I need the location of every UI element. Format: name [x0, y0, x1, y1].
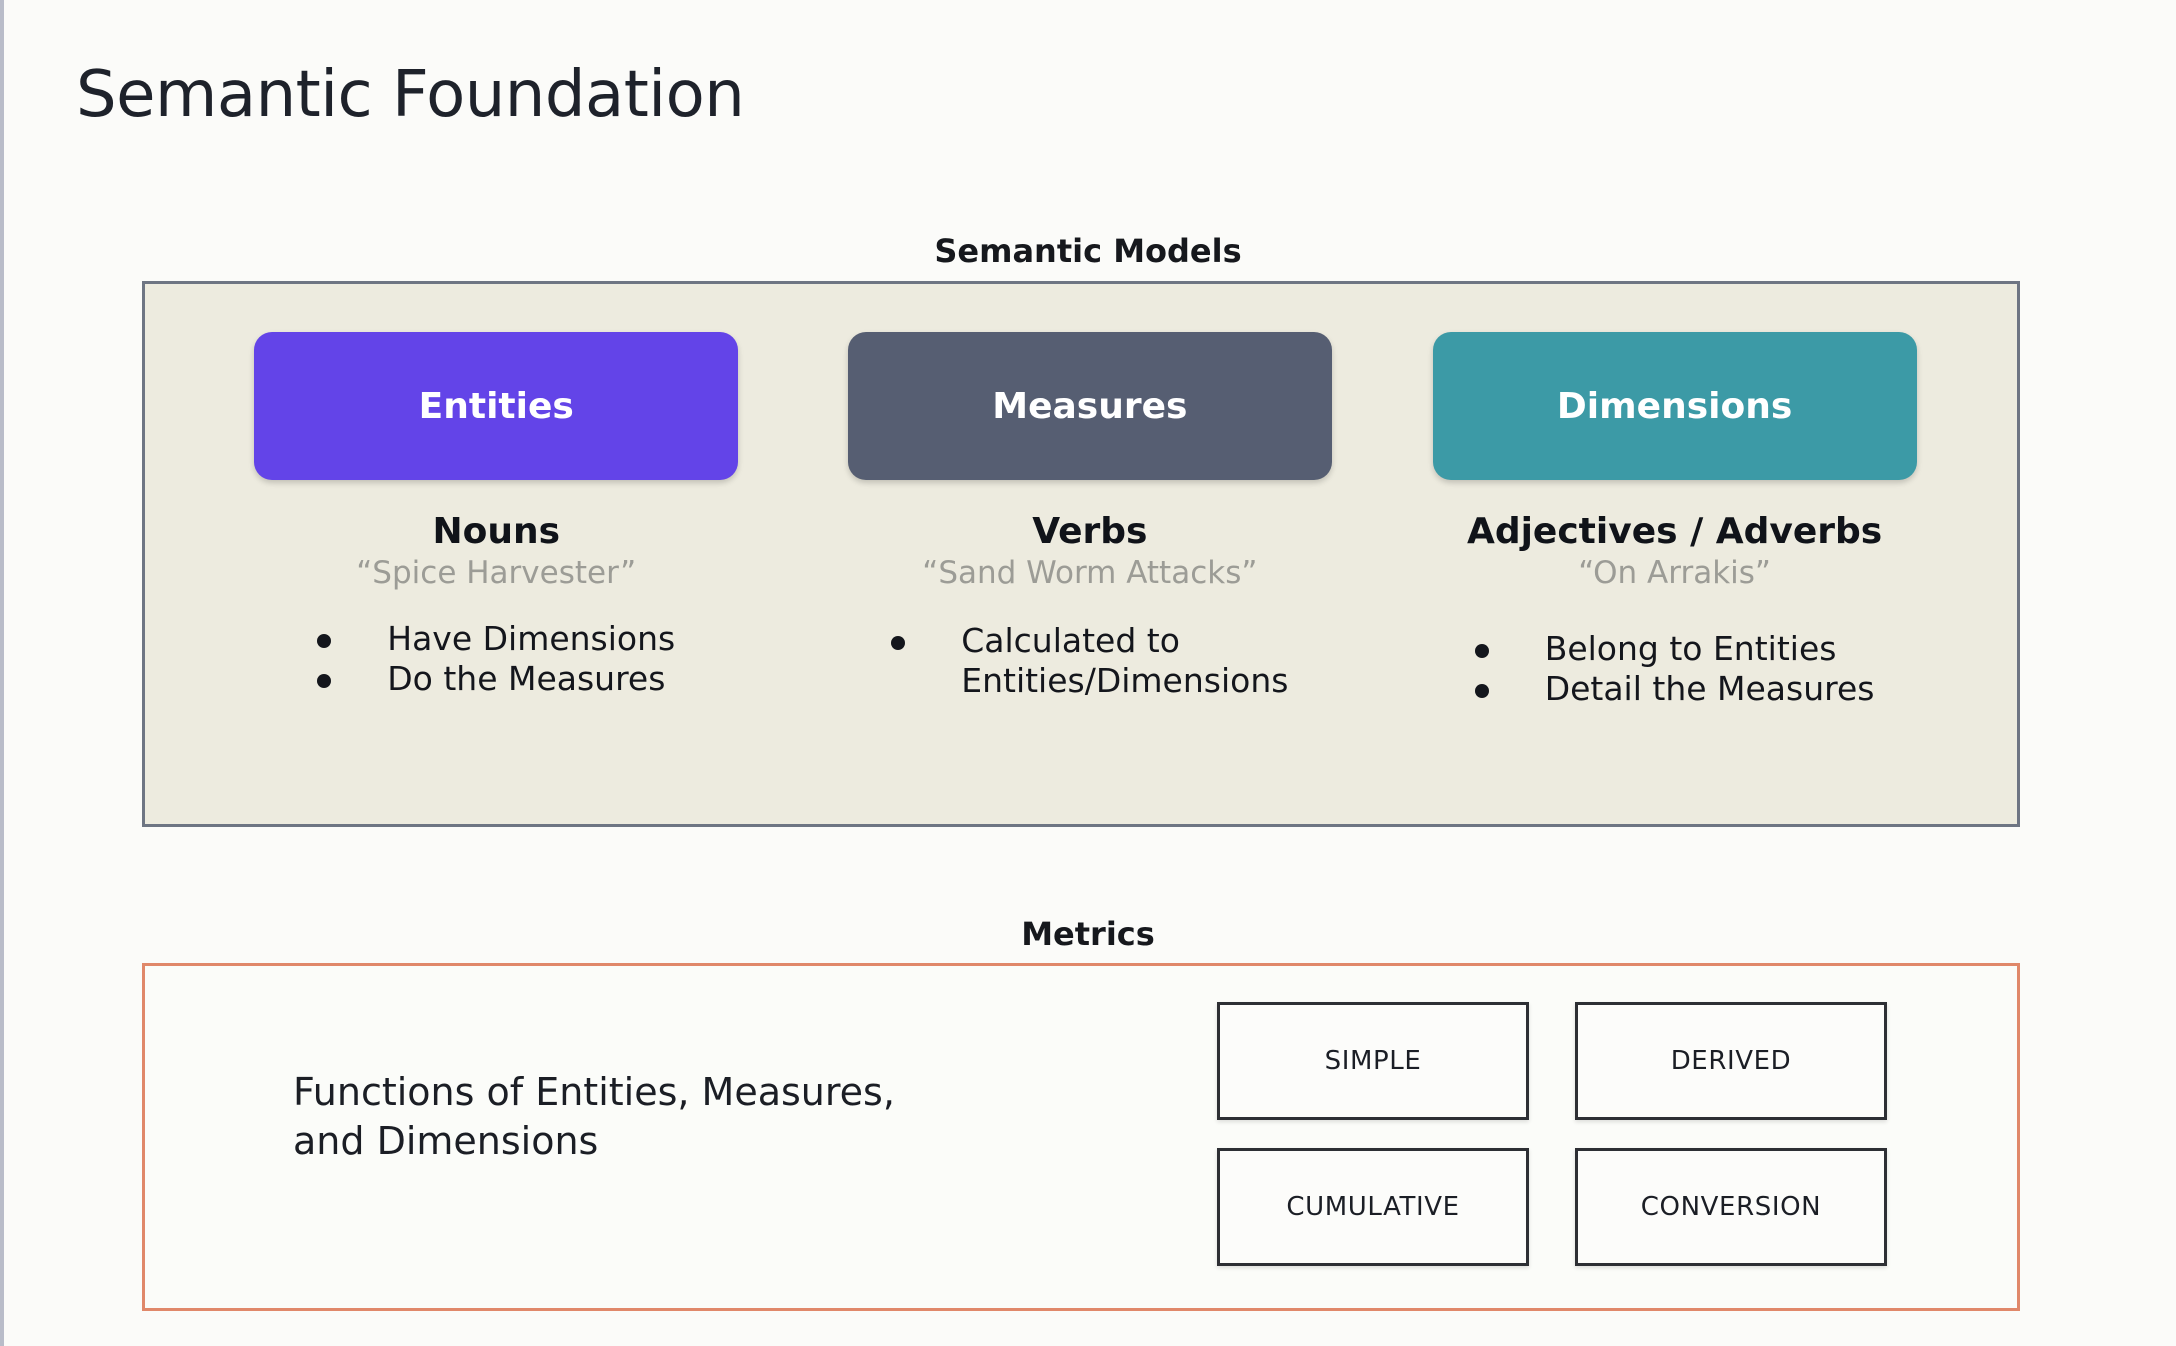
list-item-label: Have Dimensions	[387, 619, 676, 659]
bullet-dot-icon	[1474, 684, 1489, 699]
semantic-column-measures: Measures Verbs “Sand Worm Attacks” Calcu…	[797, 332, 1382, 824]
dimensions-example-quote: “On Arrakis”	[1578, 554, 1771, 591]
dimensions-pill[interactable]: Dimensions	[1432, 332, 1917, 480]
metric-box-cumulative[interactable]: CUMULATIVE	[1217, 1148, 1529, 1266]
metric-box-derived[interactable]: DERIVED	[1575, 1002, 1887, 1120]
bullet-dot-icon	[891, 636, 906, 651]
entities-bullet-list: Have Dimensions Do the Measures	[317, 619, 675, 700]
list-item-label: Detail the Measures	[1544, 669, 1875, 709]
entities-part-of-speech: Nouns	[432, 511, 560, 552]
metric-type-grid: SIMPLE DERIVED CUMULATIVE CONVERSION	[1217, 1002, 1887, 1266]
dimensions-bullet-list: Belong to Entities Detail the Measures	[1474, 629, 1875, 710]
semantic-column-dimensions: Dimensions Adjectives / Adverbs “On Arra…	[1382, 332, 1967, 824]
list-item-label: Belong to Entities	[1544, 629, 1837, 669]
list-item-label: Calculated to Entities/Dimensions	[961, 621, 1289, 701]
semantic-column-entities: Entities Nouns “Spice Harvester” Have Di…	[195, 332, 797, 824]
list-item: Calculated to Entities/Dimensions	[891, 621, 1288, 702]
slide-left-edge-strip	[0, 0, 4, 1346]
list-item: Do the Measures	[317, 659, 675, 699]
semantic-models-caption: Semantic Models	[934, 232, 1242, 270]
metrics-caption: Metrics	[1021, 915, 1155, 953]
entities-example-quote: “Spice Harvester”	[356, 554, 637, 591]
entities-pill[interactable]: Entities	[254, 332, 739, 480]
measures-pill[interactable]: Measures	[847, 332, 1332, 480]
list-item-label: Do the Measures	[387, 659, 666, 699]
list-item: Have Dimensions	[317, 619, 675, 659]
measures-part-of-speech: Verbs	[1032, 511, 1148, 552]
measures-example-quote: “Sand Worm Attacks”	[922, 554, 1258, 591]
metrics-panel: Functions of Entities, Measures, and Dim…	[142, 963, 2020, 1311]
dimensions-part-of-speech: Adjectives / Adverbs	[1466, 511, 1883, 552]
bullet-dot-icon	[1474, 644, 1489, 659]
measures-bullet-list: Calculated to Entities/Dimensions	[891, 621, 1288, 702]
semantic-models-panel: Entities Nouns “Spice Harvester” Have Di…	[142, 281, 2020, 827]
bullet-dot-icon	[317, 634, 332, 649]
semantic-models-columns: Entities Nouns “Spice Harvester” Have Di…	[145, 284, 2017, 824]
list-item: Belong to Entities	[1474, 629, 1875, 669]
bullet-dot-icon	[317, 674, 332, 689]
metric-box-conversion[interactable]: CONVERSION	[1575, 1148, 1887, 1266]
page-title: Semantic Foundation	[76, 58, 745, 132]
metrics-description: Functions of Entities, Measures, and Dim…	[293, 1070, 895, 1163]
metric-box-simple[interactable]: SIMPLE	[1217, 1002, 1529, 1120]
list-item: Detail the Measures	[1474, 669, 1875, 709]
